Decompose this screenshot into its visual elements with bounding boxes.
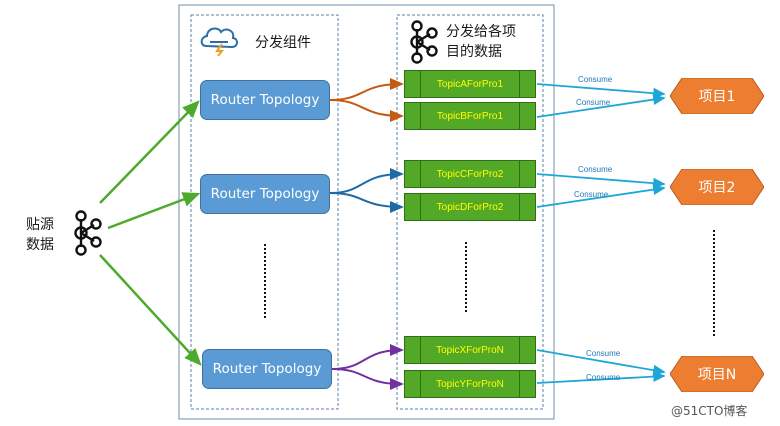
topic-ellipsis bbox=[465, 242, 467, 312]
router-topology-3[interactable]: Router Topology bbox=[202, 349, 332, 389]
topic-b-label: TopicBForPro1 bbox=[436, 110, 504, 122]
storm-cloud-icon bbox=[200, 27, 238, 56]
source-label-line1: 贴源 bbox=[26, 217, 54, 233]
topic-x[interactable]: TopicXForProN bbox=[404, 336, 536, 364]
topic-y[interactable]: TopicYForProN bbox=[404, 370, 536, 398]
consume-arrow-A bbox=[536, 83, 666, 99]
consume-arrow-Y bbox=[536, 371, 666, 384]
topics-title-line1: 分发给各项 bbox=[446, 24, 516, 40]
hexagon-shape bbox=[670, 78, 764, 114]
topic-c-label: TopicCForPro2 bbox=[436, 168, 504, 180]
router-topology-2[interactable]: Router Topology bbox=[200, 174, 330, 214]
consume-label-x: Consume bbox=[586, 349, 621, 358]
router1-to-topicB bbox=[329, 99, 404, 122]
source-label-line2: 数据 bbox=[26, 237, 54, 253]
router1-to-topicA bbox=[329, 78, 404, 101]
project-n[interactable]: 项目N bbox=[670, 356, 764, 392]
router2-to-topicD bbox=[329, 192, 404, 213]
router-ellipsis bbox=[264, 244, 266, 318]
project-1[interactable]: 项目1 bbox=[670, 78, 764, 114]
project-1-label: 项目1 bbox=[698, 89, 736, 105]
hexagon-shape bbox=[670, 169, 764, 205]
router2-to-topicC bbox=[329, 168, 404, 194]
outer-frame bbox=[178, 4, 555, 420]
topic-b[interactable]: TopicBForPro1 bbox=[404, 102, 536, 130]
router3-to-topicX bbox=[331, 344, 404, 370]
topic-y-label: TopicYForProN bbox=[436, 378, 504, 390]
topics-kafka-icon bbox=[410, 20, 438, 64]
component-group-frame bbox=[190, 14, 339, 410]
consume-label-d: Consume bbox=[574, 190, 609, 199]
topic-x-label: TopicXForProN bbox=[436, 344, 504, 356]
kafka-icon bbox=[74, 210, 102, 256]
consume-label-y: Consume bbox=[586, 373, 621, 382]
topic-a-label: TopicAForPro1 bbox=[436, 78, 504, 90]
source-to-router-3 bbox=[99, 254, 202, 366]
source-to-router-1 bbox=[99, 100, 200, 204]
source-label: 贴源 数据 bbox=[26, 215, 54, 255]
consume-label-b: Consume bbox=[576, 98, 611, 107]
consume-label-c: Consume bbox=[578, 165, 613, 174]
topics-title: 分发给各项 目的数据 bbox=[446, 22, 516, 62]
project-2-label: 项目2 bbox=[698, 180, 736, 196]
router3-to-topicY bbox=[331, 368, 404, 390]
consume-arrow-C bbox=[536, 173, 666, 189]
topics-title-line2: 目的数据 bbox=[446, 44, 502, 60]
consume-arrow-B bbox=[536, 94, 666, 118]
consume-arrow-D bbox=[536, 184, 666, 208]
consume-arrow-X bbox=[536, 349, 666, 376]
project-ellipsis bbox=[713, 230, 715, 336]
project-2[interactable]: 项目2 bbox=[670, 169, 764, 205]
project-n-label: 项目N bbox=[697, 367, 737, 383]
source-to-router-2 bbox=[107, 192, 201, 230]
component-title: 分发组件 bbox=[255, 35, 311, 51]
topic-d-label: TopicDForPro2 bbox=[436, 201, 504, 213]
topic-d[interactable]: TopicDForPro2 bbox=[404, 193, 536, 221]
hexagon-shape bbox=[670, 356, 764, 392]
router-topology-1[interactable]: Router Topology bbox=[200, 80, 330, 120]
watermark: @51CTO博客 bbox=[671, 404, 748, 418]
topic-c[interactable]: TopicCForPro2 bbox=[404, 160, 536, 188]
consume-label-a: Consume bbox=[578, 75, 613, 84]
topic-a[interactable]: TopicAForPro1 bbox=[404, 70, 536, 98]
